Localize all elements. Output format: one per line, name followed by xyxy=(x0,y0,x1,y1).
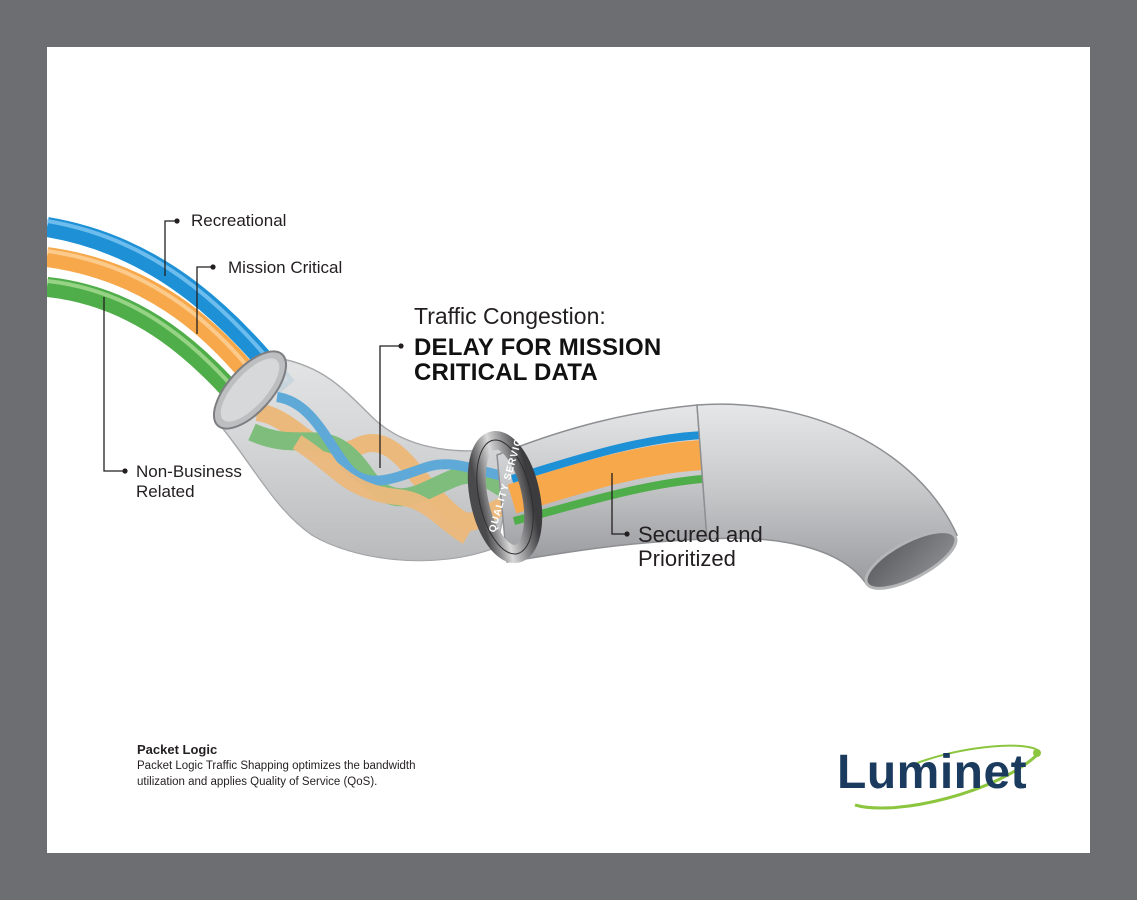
mission-critical-label: Mission Critical xyxy=(228,258,343,277)
secured-label: Secured and Prioritized xyxy=(638,523,763,571)
non-business-callout xyxy=(103,297,123,472)
blue-cable-secured xyxy=(510,431,703,483)
secured-label-line2: Prioritized xyxy=(638,546,736,571)
recreational-callout xyxy=(164,220,175,276)
caption-title: Packet Logic xyxy=(137,742,218,757)
luminet-logo: Luminet xyxy=(827,737,1057,817)
callout-lines xyxy=(103,218,630,537)
caption-body: Packet Logic Traffic Shapping optimizes … xyxy=(137,760,416,788)
non-business-label: Non-Business Related xyxy=(136,462,242,502)
secured-callout xyxy=(611,473,625,535)
pipe-outlet xyxy=(864,530,958,590)
pipe-illustration: QUALITY SERVICE xyxy=(47,217,958,590)
congestion-headline-line1: DELAY FOR MISSION xyxy=(414,334,662,361)
congestion-headline: DELAY FOR MISSION CRITICAL DATA xyxy=(414,335,661,385)
logo-text: Luminet xyxy=(837,746,1028,799)
recreational-label: Recreational xyxy=(191,211,287,230)
congestion-headline-line2: CRITICAL DATA xyxy=(414,359,598,386)
non-business-label-line2: Related xyxy=(136,482,195,501)
mission-critical-callout xyxy=(196,266,211,334)
non-business-label-line1: Non-Business xyxy=(136,462,242,481)
logo-swoosh xyxy=(854,744,1041,810)
congestion-title: Traffic Congestion: xyxy=(414,303,606,329)
congestion-callout xyxy=(379,345,399,468)
diagram-card: QUALITY SERVICE Recreational Mission Cri… xyxy=(47,47,1090,853)
pipe-elbow xyxy=(696,403,958,586)
caption: Packet Logic Packet Logic Traffic Shappi… xyxy=(137,741,437,790)
secured-label-line1: Secured and xyxy=(638,522,763,547)
